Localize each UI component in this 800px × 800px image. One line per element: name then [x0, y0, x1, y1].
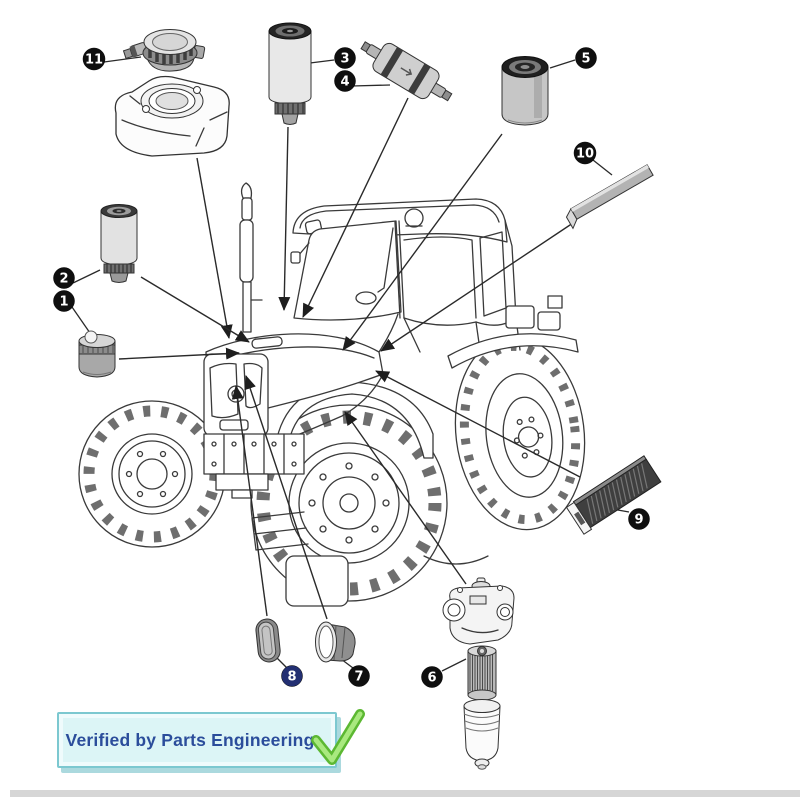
svg-text:6: 6 — [427, 671, 436, 686]
part-7-cup-cap — [315, 621, 356, 663]
part-11-filler-cap — [122, 29, 206, 72]
part-8-cover-cap — [255, 618, 281, 663]
tractor-steps-and-tank — [251, 511, 489, 607]
svg-text:4: 4 — [340, 75, 349, 90]
callout-2[interactable]: 2 — [53, 267, 75, 289]
callout-7[interactable]: 7 — [348, 665, 370, 687]
part-6-filter-element — [467, 645, 497, 701]
callouts: 1 2 3 4 5 6 7 8 — [53, 47, 650, 688]
svg-text:11: 11 — [85, 53, 103, 68]
part-5-oil-filter — [501, 56, 549, 126]
tractor-exhaust-stack — [239, 182, 263, 333]
part-6-hydraulic-filter-assembly — [442, 577, 515, 770]
part-4-inline-fuel-filter — [360, 41, 453, 102]
svg-text:2: 2 — [59, 272, 68, 287]
part-1-oil-filter — [78, 330, 116, 378]
part-3-fuel-filter-cartridge — [268, 22, 312, 125]
tractor-beacon-light — [404, 208, 424, 228]
part-10-filter-strip — [565, 164, 654, 230]
part-11-filter-housing — [114, 75, 230, 157]
callout-9[interactable]: 9 — [628, 508, 650, 530]
footer-bar — [10, 790, 800, 797]
tractor-front-left-wheel — [78, 400, 226, 548]
part-2-fuel-filter — [100, 204, 138, 283]
part-9-cabin-air-filter — [565, 455, 662, 535]
tractor-front-weights — [203, 433, 305, 499]
svg-text:8: 8 — [287, 670, 296, 685]
tractor-cab — [290, 219, 521, 353]
svg-text:7: 7 — [354, 670, 363, 685]
verified-badge-label: Verified by Parts Engineering — [65, 729, 315, 750]
tractor-grille — [203, 353, 269, 437]
tractor-rear-right-wheel — [454, 335, 586, 531]
callout-1[interactable]: 1 — [53, 290, 75, 312]
tractor-right-fender — [447, 333, 579, 369]
svg-text:10: 10 — [576, 147, 594, 162]
callout-3[interactable]: 3 — [334, 47, 356, 69]
callout-5[interactable]: 5 — [575, 47, 597, 69]
verified-badge: Verified by Parts Engineering — [57, 712, 337, 768]
callout-4[interactable]: 4 — [334, 70, 356, 92]
callout-11[interactable]: 11 — [82, 47, 106, 71]
callout-6[interactable]: 6 — [421, 666, 443, 688]
part-6-filter-bowl — [463, 699, 501, 770]
leader-lines — [71, 56, 630, 672]
svg-text:1: 1 — [59, 295, 68, 310]
svg-text:9: 9 — [634, 513, 643, 528]
svg-text:3: 3 — [340, 52, 349, 67]
callout-10[interactable]: 10 — [573, 141, 597, 165]
callout-8[interactable]: 8 — [281, 665, 303, 687]
green-checkmark-icon — [311, 709, 365, 765]
svg-text:5: 5 — [581, 52, 590, 67]
